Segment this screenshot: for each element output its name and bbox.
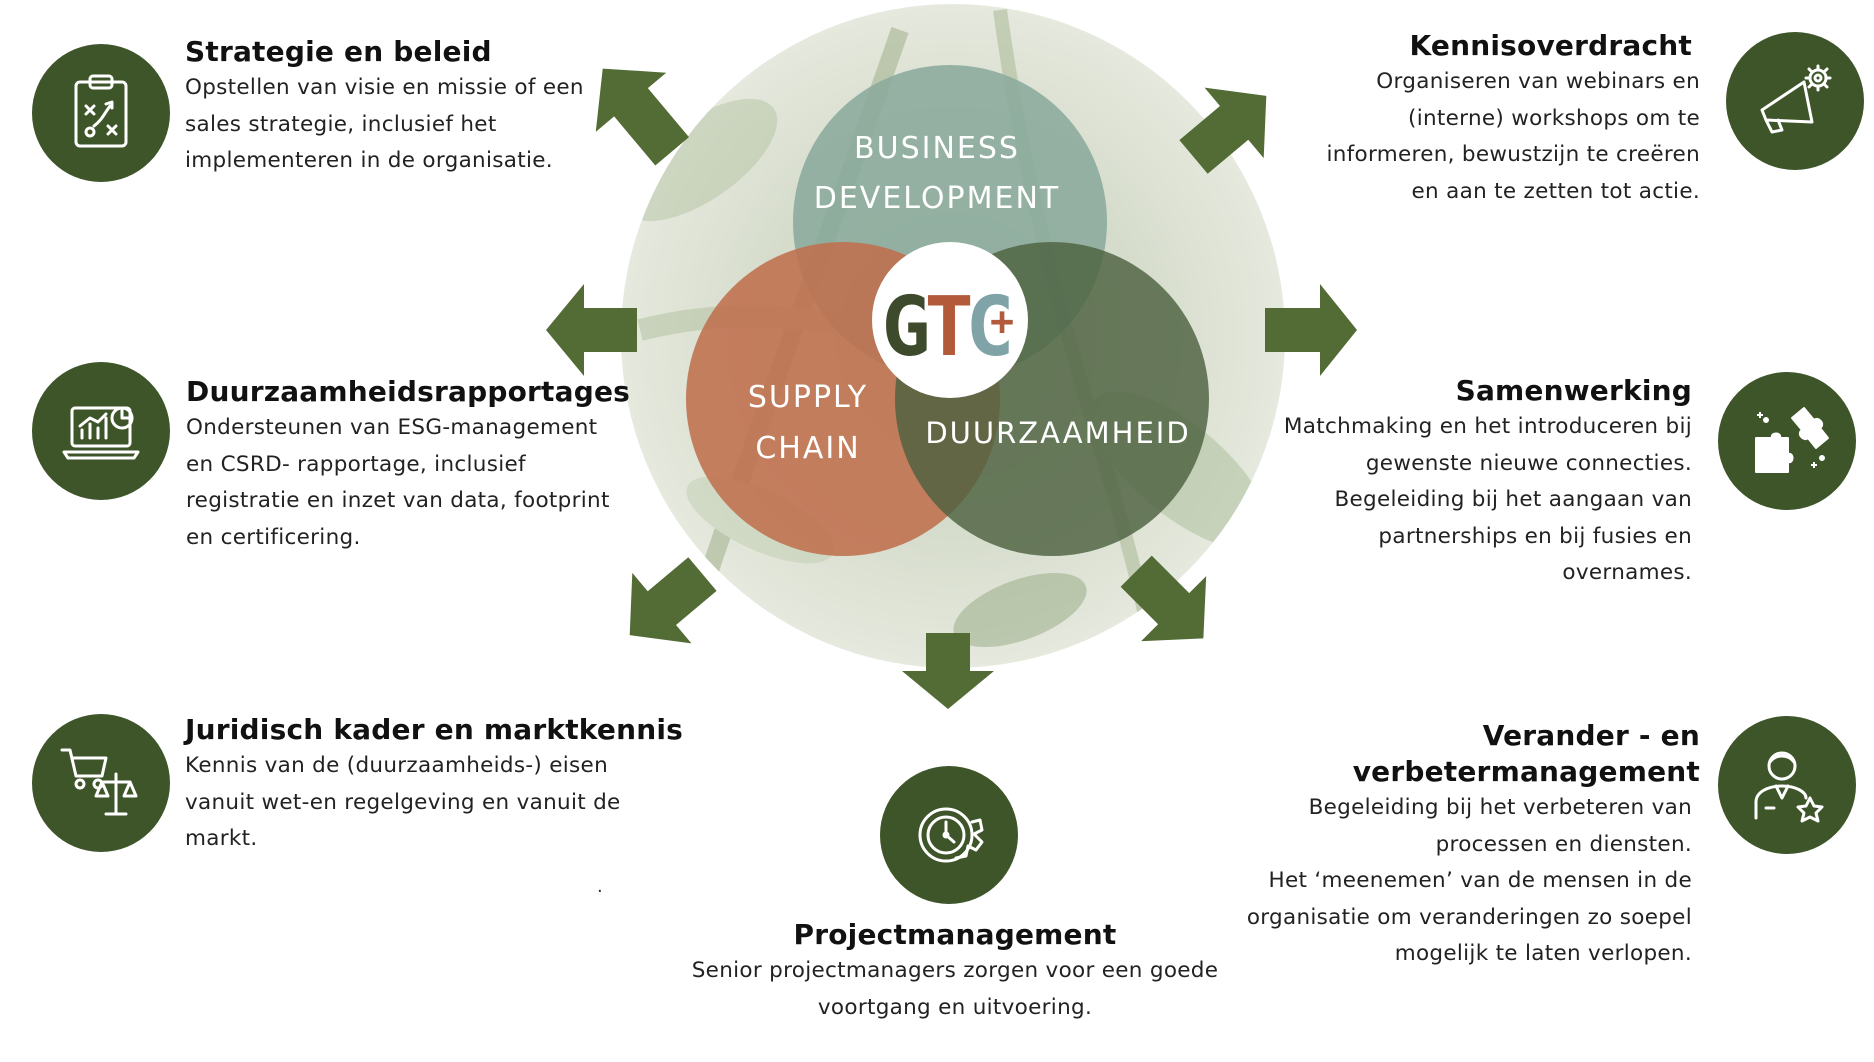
service-line: registratie en inzet van data, footprint [186, 488, 610, 513]
service-line: en aan te zetten tot actie. [1411, 178, 1700, 204]
service-line: Begeleiding bij het verbeteren van [1308, 795, 1692, 820]
service-line: markt. [185, 826, 258, 851]
service-title: Duurzaamheidsrapportages [186, 375, 631, 408]
stray-dot: . [597, 876, 603, 897]
service-title: Projectmanagement [793, 918, 1117, 951]
service-title: Verander - en verbetermanagement [1352, 719, 1700, 788]
service-title: Juridisch kader en marktkennis [185, 713, 683, 746]
venn-label-business-2: DEVELOPMENT [814, 181, 1061, 216]
arrow-down-right [1120, 555, 1207, 642]
svg-text:G: G [881, 280, 930, 375]
service-line: Kennis van de (duurzaamheids-) eisen [185, 753, 609, 778]
service-title: Samenwerking [1455, 374, 1692, 407]
service-line: Senior projectmanagers zorgen voor een g… [691, 958, 1219, 983]
service-line: Begeleiding bij het aangaan van [1334, 487, 1692, 512]
clock-gear-icon [918, 807, 984, 863]
service-line: overnames. [1562, 560, 1692, 585]
service-juridisch: Juridisch kader en marktkennis Kennis va… [185, 712, 685, 858]
badge-kennis [1726, 32, 1864, 170]
service-line: (interne) workshops om te [1408, 105, 1700, 131]
arrow-down-left [629, 557, 717, 644]
service-line: processen en diensten. [1435, 831, 1692, 857]
arrow-left [546, 284, 637, 376]
venn-label-supply-1: SUPPLY [748, 380, 868, 415]
strategy-clipboard-icon [74, 74, 128, 148]
arrow-down [902, 633, 994, 709]
svg-text:+: + [990, 299, 1014, 345]
service-line: sales strategie, inclusief het [185, 111, 497, 137]
service-line: gewenste nieuwe connecties. [1365, 450, 1692, 476]
service-line: Matchmaking en het introduceren bij [1283, 414, 1692, 439]
puzzle-icon [1755, 407, 1829, 473]
service-line: partnerships en bij fusies en [1378, 523, 1692, 549]
service-line: implementeren in de organisatie. [185, 148, 553, 173]
badge-samenwerking [1718, 372, 1856, 510]
cart-scales-icon [60, 748, 138, 816]
badge-verander [1718, 716, 1856, 854]
venn-label-duurzaamheid: DUURZAAMHEID [925, 416, 1190, 450]
service-line: Ondersteunen van ESG-management [186, 415, 598, 440]
service-line: informeren, bewustzijn te creëren [1326, 142, 1700, 167]
service-project: Projectmanagement Senior projectmanagers… [640, 917, 1270, 1026]
badge-rapportage [32, 362, 170, 500]
venn-label-business-1: BUSINESS [854, 131, 1020, 166]
gtc-logo: G T C + [872, 242, 1028, 398]
service-line: organisatie om veranderingen zo soepel [1246, 904, 1692, 930]
service-line: en certificering. [186, 524, 361, 550]
service-line: vanuit wet-en regelgeving en vanuit de [185, 789, 621, 815]
service-title: Strategie en beleid [185, 35, 492, 68]
service-line: voortgang en uitvoering. [817, 994, 1093, 1020]
svg-text:C: C [965, 280, 1014, 375]
arrow-up-left [595, 68, 689, 166]
service-line: en CSRD- rapportage, inclusief [186, 451, 526, 477]
service-title: Kennisoverdracht [1409, 29, 1692, 62]
svg-text:T: T [924, 280, 973, 375]
badge-project [880, 766, 1018, 904]
service-line: Opstellen van visie en missie of een [185, 75, 584, 100]
badge-juridisch [32, 714, 170, 852]
service-line: Het ‘meenemen’ van de mensen in de [1268, 868, 1692, 893]
person-star-icon [1754, 751, 1824, 823]
megaphone-gear-icon [1760, 64, 1832, 134]
service-kennis: Kennisoverdracht Organiseren van webinar… [1250, 28, 1700, 210]
arrow-right [1265, 284, 1357, 376]
service-rapportage: Duurzaamheidsrapportages Ondersteunen va… [186, 374, 646, 556]
service-line: mogelijk te laten verlopen. [1394, 941, 1692, 966]
service-strategie: Strategie en beleid Opstellen van visie … [185, 34, 645, 180]
service-samenwerking: Samenwerking Matchmaking en het introduc… [1240, 373, 1692, 592]
badge-strategie [32, 44, 170, 182]
service-line: Organiseren van webinars en [1376, 69, 1700, 94]
arrow-up-right [1179, 87, 1267, 174]
venn-label-supply-2: CHAIN [755, 431, 860, 466]
service-verander: Verander - en verbetermanagement Begelei… [1140, 718, 1700, 973]
laptop-report-icon [62, 406, 140, 460]
